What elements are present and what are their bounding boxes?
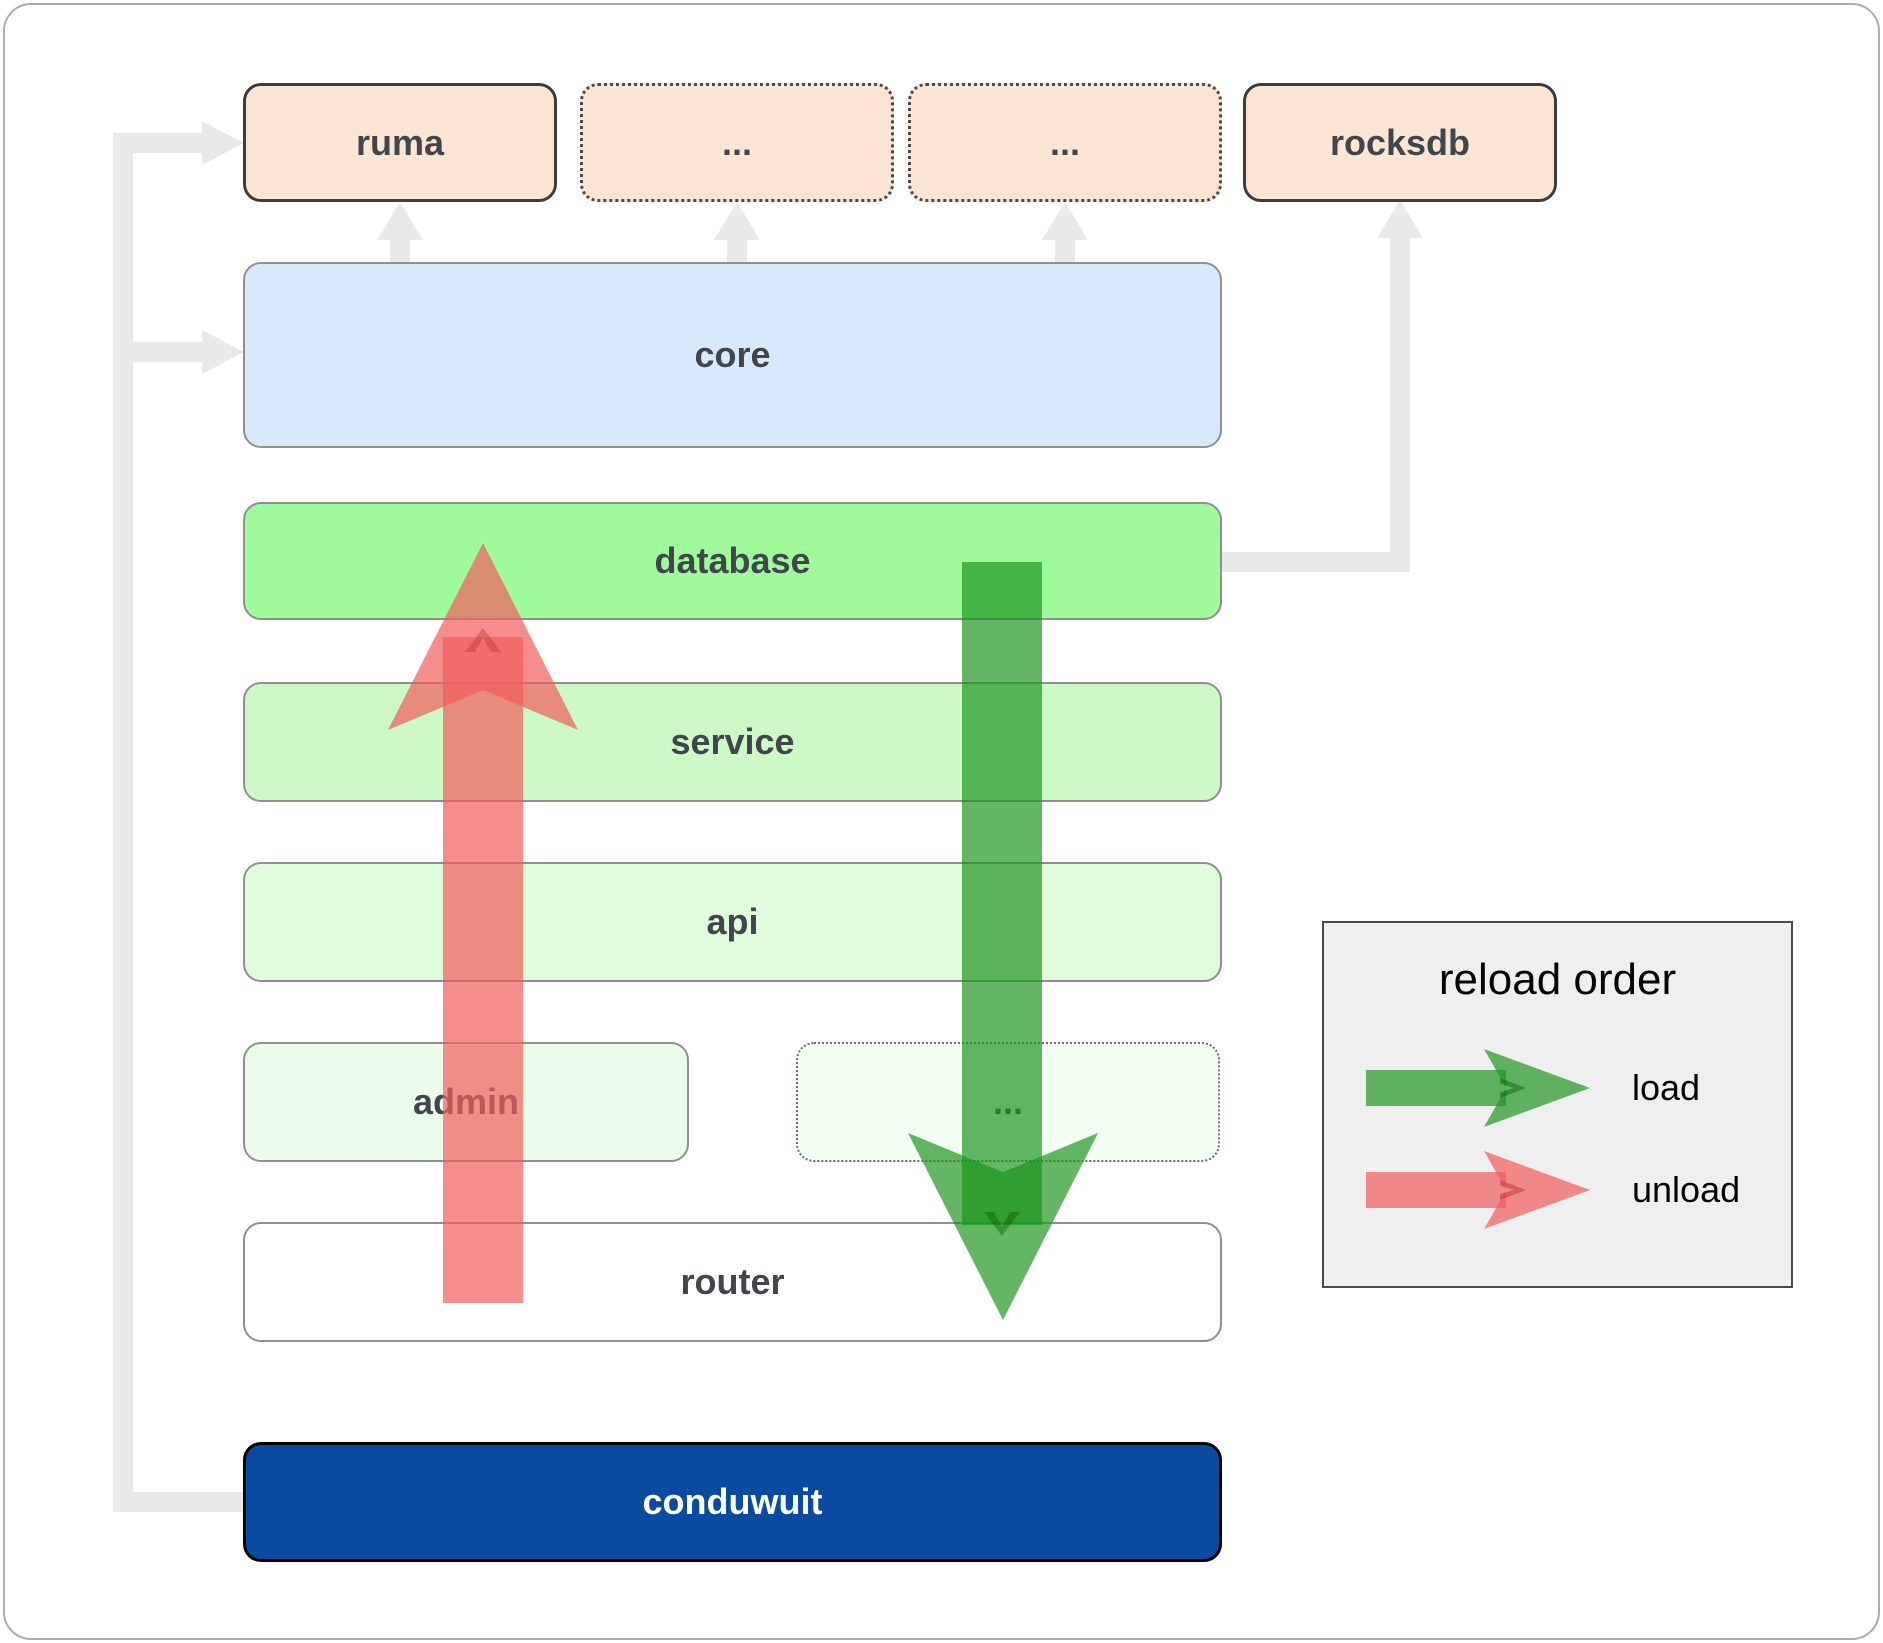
connector-core-to-ellipsis-1	[727, 238, 747, 266]
load-arrow-shaft	[962, 562, 1042, 1225]
box-conduwuit: conduwuit	[243, 1442, 1222, 1562]
connector-conduwuit-stub	[113, 1492, 245, 1512]
box-core-label: core	[694, 334, 771, 375]
arrowhead-up-rocksdb-icon	[1377, 200, 1423, 238]
box-rocksdb: rocksdb	[1243, 83, 1557, 202]
box-ruma: ruma	[243, 83, 557, 202]
legend-reload-order: reload order load unload	[1322, 921, 1793, 1288]
legend-load-arrow-shaft	[1366, 1070, 1506, 1106]
arrowhead-into-ruma-icon	[202, 121, 244, 165]
box-api-label: api	[706, 901, 759, 942]
box-database-label: database	[654, 540, 811, 581]
connector-core-to-ellipsis-2	[1055, 238, 1075, 266]
box-ruma-label: ruma	[355, 121, 445, 163]
box-service-label: service	[670, 721, 795, 762]
connector-core-to-ruma	[390, 238, 410, 266]
unload-arrow-shaft	[443, 637, 523, 1303]
legend-title: reload order	[1438, 955, 1677, 1004]
legend-load-label: load	[1632, 1067, 1701, 1108]
box-service: service	[243, 682, 1222, 802]
box-rocksdb-label: rocksdb	[1329, 121, 1471, 163]
legend-unload-label: unload	[1632, 1169, 1741, 1210]
box-router-label: router	[680, 1261, 785, 1302]
box-ellipsis-top-1: ...	[580, 83, 894, 202]
outer-frame	[3, 3, 1880, 1640]
legend-unload-arrow-shaft	[1366, 1172, 1506, 1208]
box-ellipsis-top-1-label: ...	[721, 121, 752, 163]
connector-conduwuit-to-core-segment	[113, 342, 203, 362]
box-conduwuit-label: conduwuit	[642, 1481, 823, 1522]
box-api: api	[243, 862, 1222, 982]
box-router: router	[243, 1222, 1222, 1342]
connector-conduwuit-vertical-line	[113, 133, 133, 1512]
arrowhead-into-core-icon	[202, 330, 244, 374]
box-ellipsis-top-2-label: ...	[1049, 121, 1080, 163]
arrowhead-up-ellipsis-1-icon	[714, 202, 760, 240]
box-database: database	[243, 502, 1222, 620]
box-core: core	[243, 262, 1222, 448]
connector-database-to-rocksdb-vertical	[1390, 236, 1410, 572]
connector-database-to-rocksdb-horizontal	[1222, 552, 1390, 572]
box-ellipsis-top-2: ...	[908, 83, 1222, 202]
arrowhead-up-ruma-icon	[377, 202, 423, 240]
arrowhead-up-ellipsis-2-icon	[1042, 202, 1088, 240]
connector-conduwuit-to-ruma-segment	[113, 133, 203, 153]
